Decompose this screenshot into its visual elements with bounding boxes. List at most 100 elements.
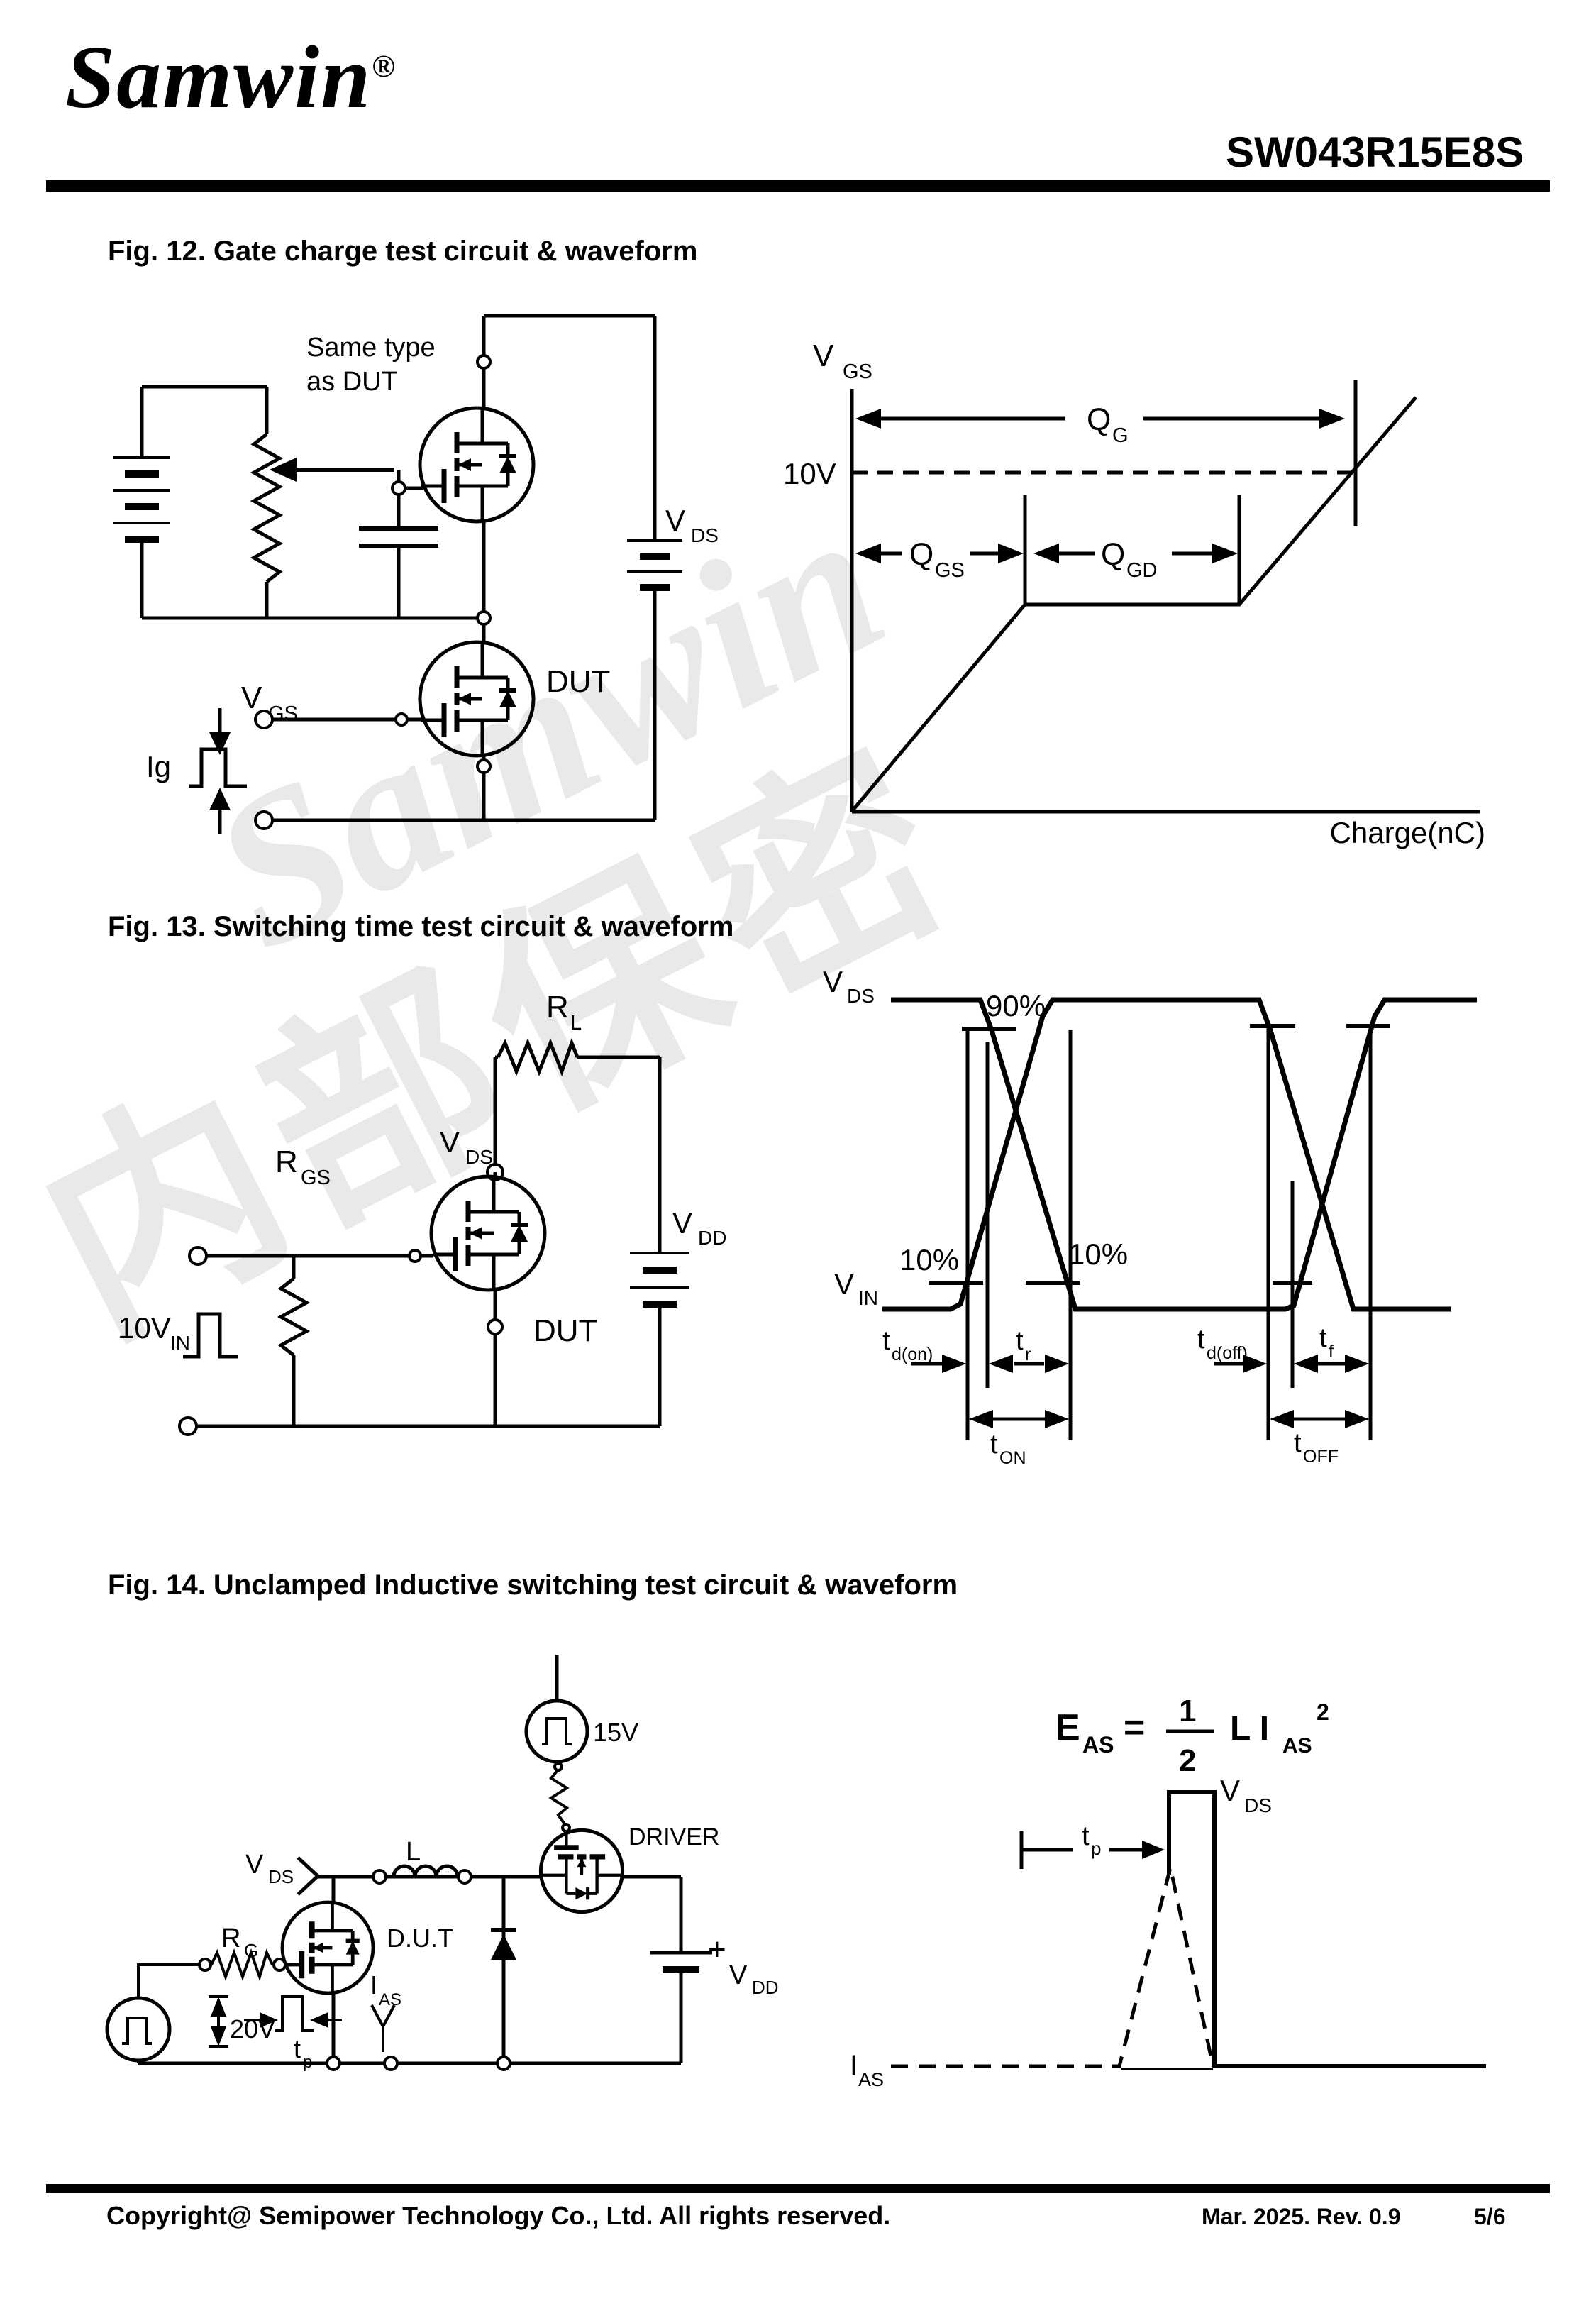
ias-trace [891,1867,1215,2068]
svg-text:1: 1 [1179,1694,1196,1728]
fig12-dut-label: DUT [546,664,610,699]
fig12-vds-label: V DS [665,504,719,546]
svg-text:V: V [1220,1774,1240,1807]
ton-label: t ON [990,1430,1026,1468]
svg-text:E: E [1055,1707,1080,1748]
capacitor [359,526,438,548]
svg-text:ON: ON [999,1448,1026,1468]
fig14-wave-tp-label: t p [1082,1821,1101,1859]
svg-text:10V: 10V [118,1311,171,1345]
pulse-source-20v-icon [105,1996,172,2063]
mosfet-upper [418,406,536,524]
ias-arrow-icon [370,2004,396,2052]
vds-trace [891,997,1477,1312]
fig14-wave-ias-label: I AS [850,2050,884,2090]
svg-text:t: t [882,1326,890,1356]
fig12-circuit-diagram: Same type as DUT V DS [113,314,719,834]
svg-text:IN: IN [170,1332,190,1354]
fig14-circuit-diagram: 15V DRIVER V DS L [105,1626,779,2072]
svg-text:t: t [1294,1428,1302,1458]
svg-text:AS: AS [379,1990,401,2009]
fig12-wave-xaxis-label: Charge(nC) [1330,816,1485,849]
fig12-note-line2: as DUT [306,367,398,397]
fig12-ig-label: Ig [146,750,171,783]
svg-text:Q: Q [909,537,933,572]
fig13-wave-vin-label: V IN [834,1267,878,1309]
svg-text:GS: GS [843,360,872,383]
svg-text:r: r [1025,1345,1031,1364]
wiper-arrow [270,458,297,482]
vgs-curve [852,396,1417,811]
svg-text:f: f [1329,1342,1334,1362]
tf-label: t f [1319,1323,1334,1362]
fig13-wave-vds-label: V DS [823,965,875,1007]
svg-text:V: V [729,1960,748,1990]
mosfet-fig14-dut [280,1900,375,1995]
tr-label: t r [1016,1326,1031,1364]
svg-text:R: R [546,990,569,1025]
svg-text:V: V [241,680,262,715]
fig12-vgs-label: V GS [241,680,298,725]
svg-text:GS: GS [301,1166,331,1189]
svg-text:IN: IN [858,1287,878,1309]
p10-right-label: 10% [1068,1237,1128,1271]
diode-icon [491,1934,516,1960]
header-rule [46,180,1550,192]
svg-text:R: R [275,1144,298,1179]
fig13-circuit-diagram: R L V DD V DS DUT [118,990,726,1436]
svg-text:GS: GS [935,559,965,582]
eas-formula: E AS = 1 2 L I AS 2 [1055,1694,1329,1778]
mosfet-fig13-dut [429,1174,547,1292]
svg-text:DS: DS [847,985,875,1007]
up-arrow-icon [544,1626,570,1655]
svg-text:I: I [850,2050,858,2081]
svg-text:V: V [834,1267,854,1301]
rl-label: R L [546,990,582,1035]
fig14-tp-label: t p [294,2034,312,2072]
svg-text:Q: Q [1101,537,1125,572]
tdoff-label: t d(off) [1197,1325,1248,1363]
svg-text:Q: Q [1087,402,1111,437]
fig14-waveform-chart: E AS = 1 2 L I AS 2 V DS I AS t p [850,1694,1486,2090]
l-label: L [406,1837,421,1867]
mosfet-driver [538,1828,625,1914]
rgs-label: R GS [275,1144,331,1189]
vds-probe-chevron [297,1856,321,1896]
svg-text:G: G [1112,424,1129,447]
footer-rule [46,2184,1550,2193]
company-logo: Samwin® [65,28,397,127]
qgd-label: Q GD [1101,537,1158,582]
tp-pulse-icon [275,1995,314,2032]
fig14-title: Fig. 14. Unclamped Inductive switching t… [108,1569,958,1601]
plus-sign: + [708,1932,726,1967]
svg-text:L: L [570,1012,582,1035]
p90-label: 90% [986,989,1046,1022]
footer-revision: Mar. 2025. Rev. 0.9 [1202,2204,1401,2229]
rl-resistor [496,1037,580,1077]
svg-text:AS: AS [1082,1732,1114,1758]
vin-pulse-icon [183,1312,238,1359]
svg-text:t: t [990,1430,998,1460]
gate-current-pulse-icon [189,708,247,834]
vin-trace [882,997,1451,1312]
svg-text:d(on): d(on) [892,1345,933,1364]
fig12-wave-yaxis-label: V GS [813,338,872,383]
svg-text:AS: AS [1282,1734,1312,1758]
qgs-label: Q GS [909,537,965,582]
svg-text:t: t [1016,1326,1024,1356]
svg-text:L I: L I [1230,1710,1269,1748]
fig13-vdd-label: V DD [672,1206,726,1249]
svg-text:t: t [294,2034,301,2063]
axes [850,389,1480,814]
svg-text:AS: AS [858,2069,884,2090]
vin-label: 10V IN [118,1311,190,1354]
fig14-dut-label: D.U.T [387,1924,453,1953]
tdon-label: t d(on) [882,1326,933,1364]
fig13-title: Fig. 13. Switching time test circuit & w… [108,911,734,942]
svg-text:p: p [1091,1838,1101,1859]
svg-text:V: V [672,1206,692,1240]
fig12-title: Fig. 12. Gate charge test circuit & wave… [108,236,698,267]
footer-copyright: Copyright@ Semipower Technology Co., Ltd… [106,2201,891,2230]
svg-text:R: R [221,1924,240,1953]
